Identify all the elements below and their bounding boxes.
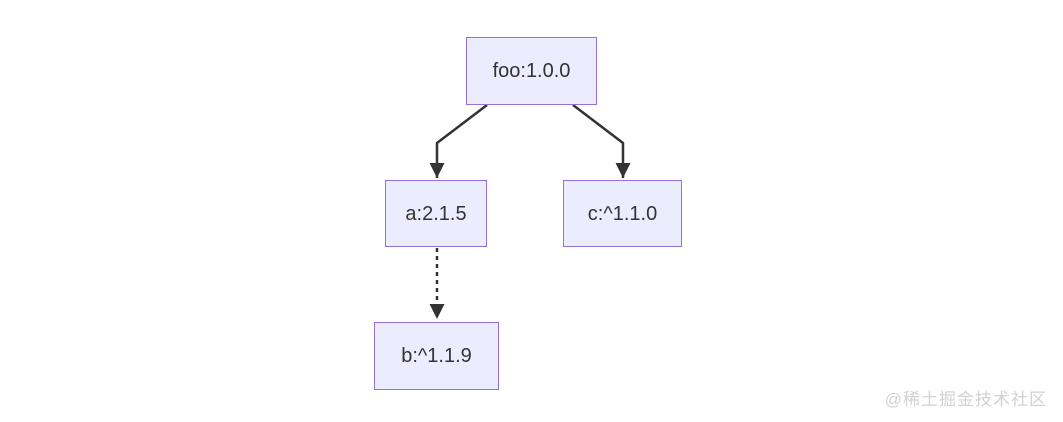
node-b: b:^1.1.9 bbox=[374, 322, 499, 390]
node-b-label: b:^1.1.9 bbox=[401, 345, 472, 367]
node-a-label: a:2.1.5 bbox=[405, 202, 467, 225]
edge-foo-to-a bbox=[429, 104, 488, 178]
node-foo-label: foo:1.0.0 bbox=[492, 60, 571, 82]
watermark: @稀土掘金技术社区 bbox=[884, 390, 1047, 409]
node-a: a:2.1.5 bbox=[385, 180, 487, 247]
node-c: c:^1.1.0 bbox=[563, 180, 682, 247]
node-c-label: c:^1.1.0 bbox=[587, 202, 658, 225]
edge-foo-to-c bbox=[572, 104, 631, 178]
node-foo: foo:1.0.0 bbox=[466, 37, 597, 105]
